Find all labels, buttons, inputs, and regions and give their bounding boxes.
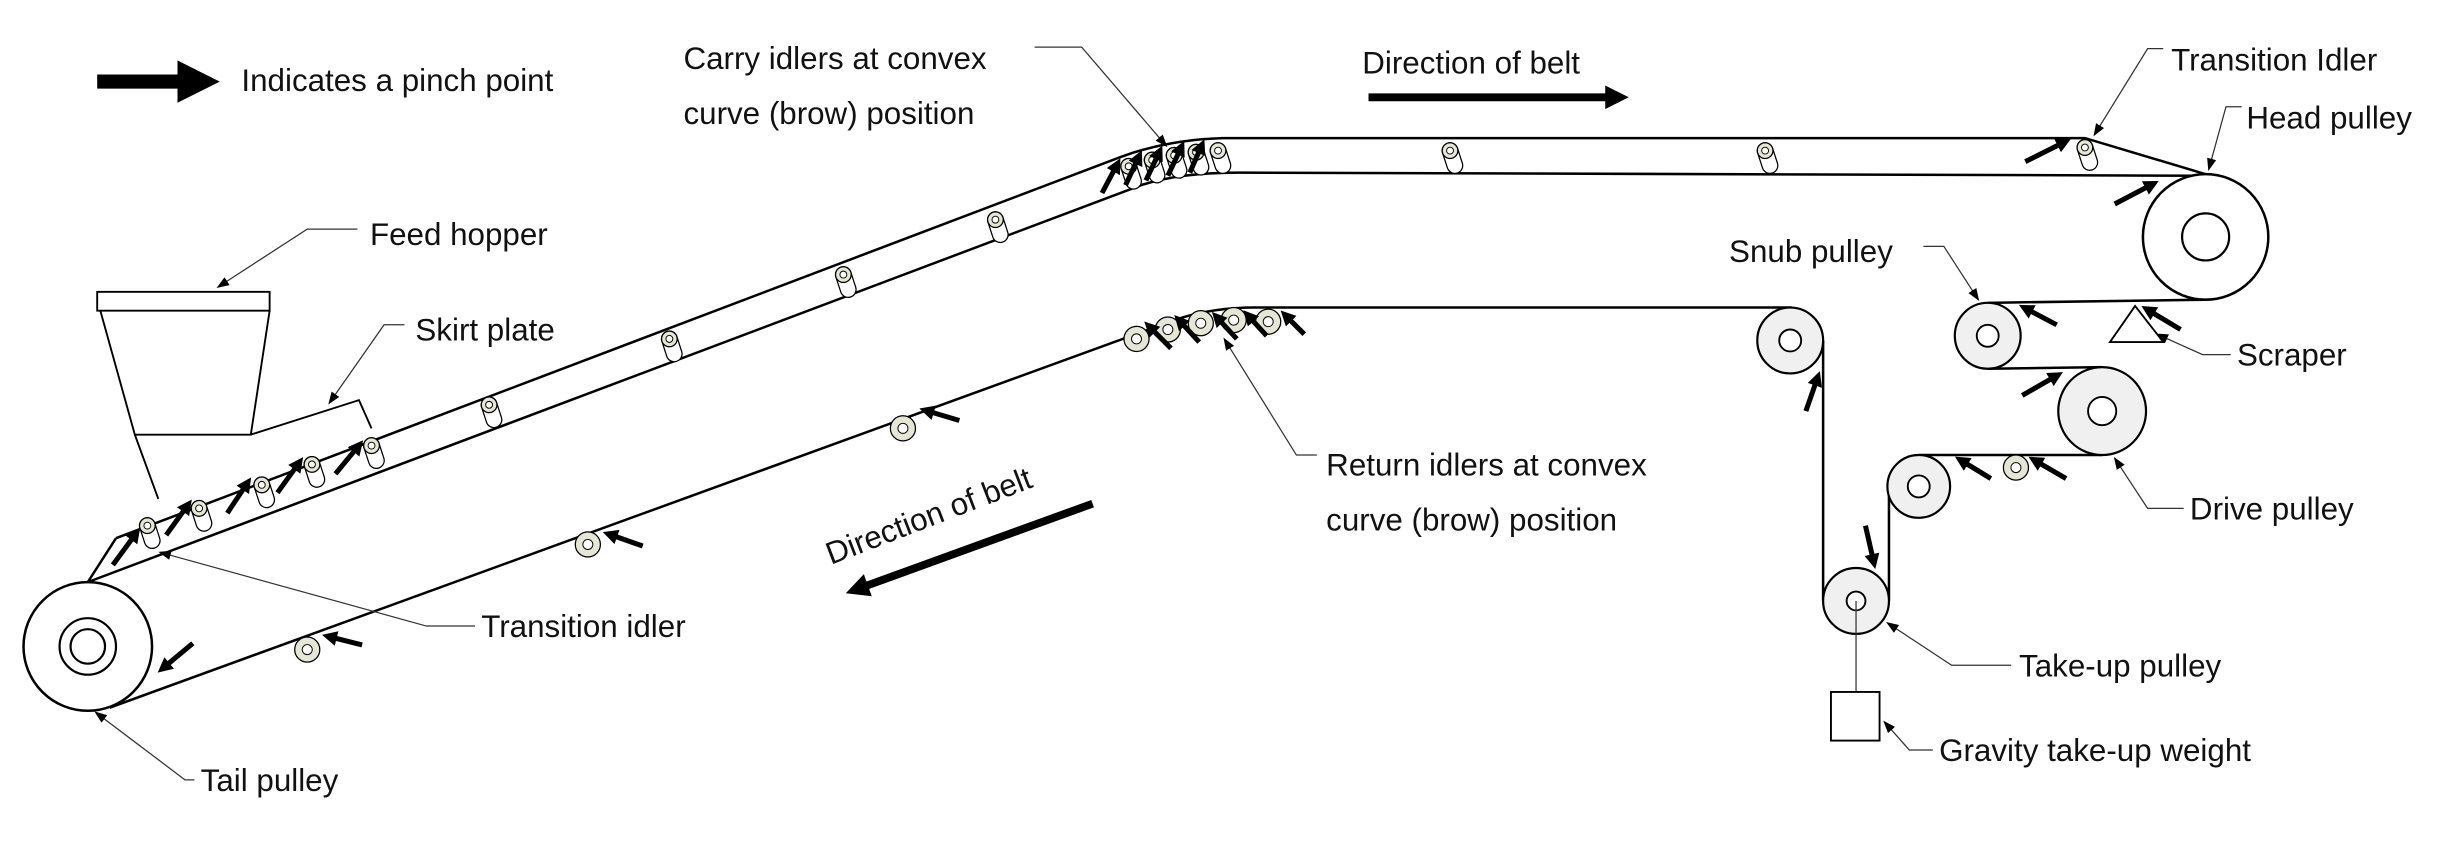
- return-idler: [2002, 454, 2030, 481]
- label-transition-idler-head: Transition Idler: [2171, 43, 2377, 78]
- label-return-idlers-1: Return idlers at convex: [1326, 447, 1647, 482]
- pinch-arrow-icon: [333, 440, 364, 476]
- label-head-pulley: Head pulley: [2246, 101, 2412, 136]
- pinch-arrow-icon: [1863, 525, 1880, 569]
- pinch-arrow-icon: [2141, 306, 2182, 332]
- carry-idler: [480, 396, 503, 429]
- carry-idler: [303, 455, 326, 488]
- leader-lines: [94, 46, 2242, 781]
- carry-idler: [2076, 139, 2099, 171]
- label-direction-top: Direction of belt: [1362, 46, 1580, 81]
- carry-idler: [834, 266, 857, 298]
- pinch-arrow-icon: [2024, 138, 2072, 164]
- bend-pulley-return: [1756, 306, 1825, 375]
- pinch-arrow-icon: [1143, 145, 1163, 182]
- pinch-arrow-icon: [2020, 372, 2063, 398]
- pinch-arrow-icon: [1954, 456, 1993, 481]
- pinch-arrow-icon: [157, 641, 195, 673]
- return-idler: [1123, 325, 1150, 353]
- drive-pulley: [2057, 366, 2148, 457]
- pinch-arrow-icon: [1803, 371, 1822, 412]
- leader-line: [1886, 622, 2012, 666]
- tail-pulley: [22, 580, 154, 713]
- carry-idler: [986, 211, 1009, 244]
- label-tail-pulley: Tail pulley: [201, 763, 339, 798]
- pinch-arrow-icon: [322, 631, 363, 648]
- pinch-arrow-icon: [919, 405, 961, 423]
- pinch-arrow-icon: [275, 457, 304, 495]
- pinch-point-arrows: [110, 138, 2182, 673]
- label-snub-pulley: Snub pulley: [1729, 234, 1893, 269]
- carry-idler: [190, 499, 213, 532]
- feed-hopper: [96, 290, 271, 500]
- label-direction-bottom: Direction of belt: [821, 460, 1037, 571]
- pinch-arrow-icon: [1165, 140, 1185, 177]
- leader-line: [216, 228, 358, 288]
- direction-arrow-bottom: [845, 499, 1094, 597]
- label-take-up-pulley: Take-up pulley: [2019, 648, 2221, 683]
- snub-pulley: [1953, 301, 2022, 370]
- return-idler: [294, 636, 321, 663]
- legend-text: Indicates a pinch point: [241, 63, 553, 98]
- return-idler: [574, 531, 602, 558]
- skirt-plate: [250, 398, 373, 436]
- pinch-arrow-icon: [1280, 310, 1307, 336]
- gravity-take-up-weight: [1830, 691, 1881, 742]
- leader-line: [2155, 333, 2231, 356]
- scraper: [2108, 304, 2166, 343]
- pinch-arrow-icon: [2113, 180, 2159, 207]
- leader-line: [1223, 337, 1317, 456]
- pinch-arrow-icon: [2028, 456, 2068, 481]
- label-gravity-weight: Gravity take-up weight: [1939, 733, 2251, 768]
- leader-line: [2207, 106, 2242, 171]
- carry-idler: [1441, 142, 1464, 175]
- pinch-arrow-icon: [1174, 315, 1202, 344]
- leader-line: [158, 550, 475, 627]
- leader-line: [2113, 456, 2184, 510]
- pinch-arrow-icon: [1243, 310, 1269, 338]
- leader-line: [328, 324, 405, 405]
- carry-idler: [253, 476, 276, 509]
- leader-line: [1923, 245, 1980, 302]
- bend-pulley-drive: [1886, 453, 1952, 519]
- label-return-idlers-2: curve (brow) position: [1326, 502, 1617, 537]
- pinch-arrow-icon: [164, 499, 192, 537]
- label-skirt-plate: Skirt plate: [415, 312, 554, 347]
- return-belt-takeup: [1821, 298, 2206, 601]
- pinch-arrow-icon: [2018, 304, 2058, 328]
- head-pulley: [2141, 172, 2270, 301]
- pinch-arrow-icon: [110, 527, 141, 567]
- carry-idler: [660, 330, 683, 363]
- leader-line: [1883, 720, 1933, 751]
- carry-idler: [138, 517, 161, 550]
- leader-line: [1034, 46, 1168, 148]
- leader-line: [2093, 48, 2164, 137]
- label-carry-idlers-1: Carry idlers at convex: [683, 41, 986, 76]
- pinch-arrow-icon: [1211, 311, 1239, 341]
- label-carry-idlers-2: curve (brow) position: [683, 96, 974, 131]
- label-drive-pulley: Drive pulley: [2190, 491, 2354, 526]
- leader-line: [94, 711, 195, 781]
- pinch-arrow-icon: [225, 477, 252, 515]
- pinch-arrow-icon: [1187, 139, 1206, 174]
- label-transition-idler-tail: Transition idler: [481, 609, 685, 644]
- pinch-arrow-icon: [1123, 150, 1143, 187]
- pinch-arrow-icon: [1144, 321, 1173, 351]
- label-feed-hopper: Feed hopper: [370, 217, 548, 252]
- return-idler: [889, 415, 917, 442]
- label-scraper: Scraper: [2237, 338, 2347, 373]
- carry-idler: [363, 437, 385, 470]
- carry-idler: [1209, 142, 1232, 175]
- carry-idler: [1756, 142, 1779, 175]
- pinch-arrow-icon: [1099, 158, 1121, 195]
- pinch-arrow-icon: [602, 529, 644, 549]
